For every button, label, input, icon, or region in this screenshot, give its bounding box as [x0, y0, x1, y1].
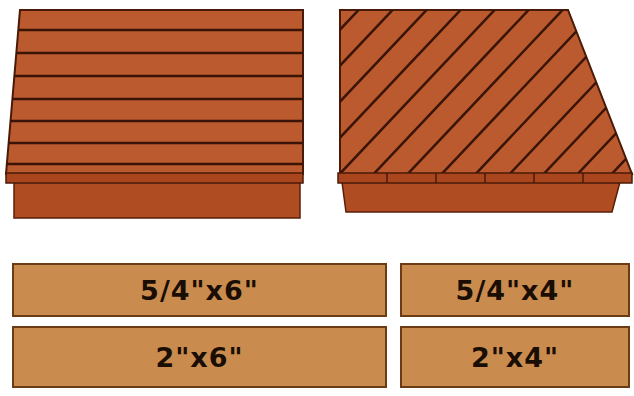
board-line [0, 163, 310, 166]
board-line [582, 173, 584, 183]
board-line [402, 0, 572, 180]
board-line [533, 173, 535, 183]
deck-fascia [338, 173, 632, 183]
board-line [484, 173, 486, 183]
lumber-size: 5/4"x4" [456, 275, 575, 306]
lumber-size: 2"x4" [471, 342, 559, 373]
board-line [0, 75, 310, 78]
deck-skirt [14, 182, 300, 218]
board-line [435, 173, 437, 183]
board-line [266, 0, 436, 180]
deck-fascia [6, 173, 303, 183]
lumber-board: 5/4"x6" [12, 263, 387, 317]
board-line [0, 98, 310, 101]
board-line [368, 0, 538, 180]
lumber-board: 2"x6" [12, 326, 387, 388]
lumber-board: 2"x4" [400, 326, 630, 388]
deck-boards [96, 0, 634, 180]
board-line [0, 29, 310, 32]
board-line [0, 52, 310, 55]
board-line [470, 0, 634, 180]
board-line [334, 0, 504, 180]
deck-skirt [342, 182, 620, 212]
board-line [572, 0, 634, 180]
board-line [606, 0, 634, 180]
fascia-joints [387, 173, 583, 183]
board-line [0, 120, 310, 123]
board-line [164, 0, 334, 180]
lumber-size: 2"x6" [155, 342, 243, 373]
lumber-size: 5/4"x6" [140, 275, 259, 306]
board-line [386, 173, 388, 183]
lumber-board: 5/4"x4" [400, 263, 630, 317]
board-line [130, 0, 300, 180]
deck-boards [0, 30, 310, 164]
board-line [538, 0, 634, 180]
board-line [96, 0, 266, 180]
board-line [300, 0, 470, 180]
board-line [232, 0, 402, 180]
board-line [436, 0, 606, 180]
board-line [0, 142, 310, 145]
board-line [198, 0, 368, 180]
deck-top [6, 10, 303, 174]
board-line [504, 0, 634, 180]
